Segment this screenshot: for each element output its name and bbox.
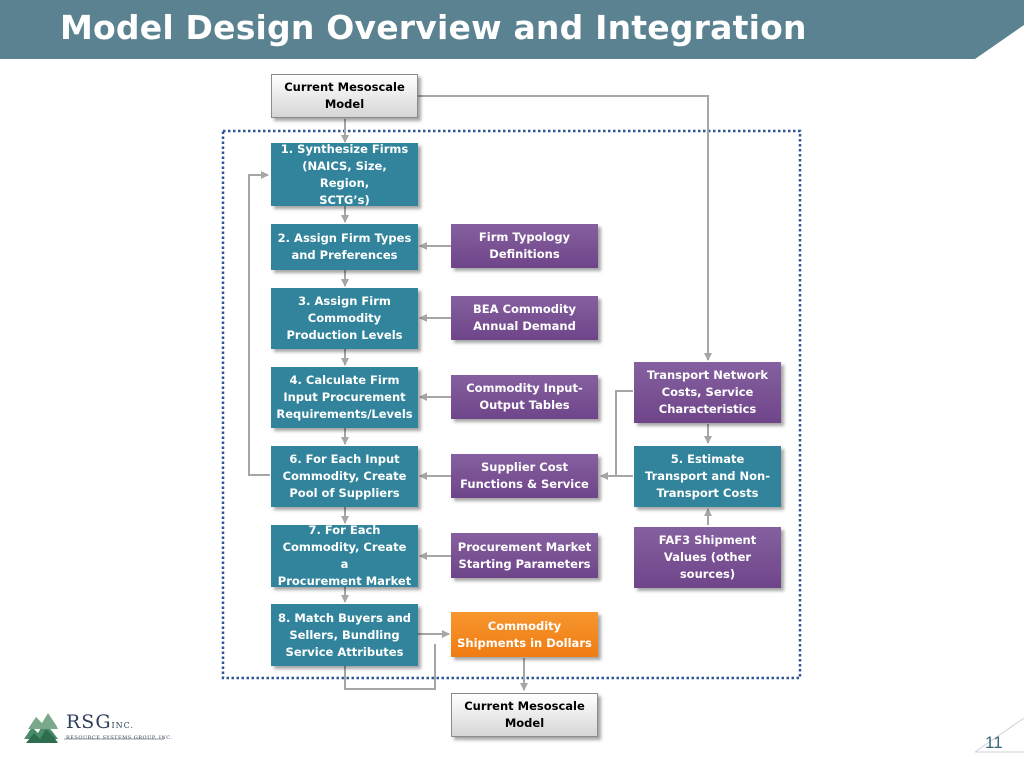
- step-5-box: 5. Estimate Transport and Non- Transport…: [634, 446, 781, 507]
- step-7-box: 7. For Each Commodity, Create a Procurem…: [271, 523, 418, 588]
- page-number: 11: [985, 733, 1003, 752]
- slide-title: Model Design Overview and Integration: [60, 8, 807, 47]
- current-model-top-box: Current Mesoscale Model: [271, 74, 418, 118]
- step-4-box: 4. Calculate Firm Input Procurement Requ…: [271, 367, 418, 428]
- rsg-logo: [24, 713, 164, 743]
- input-supplier-cost-box: Supplier Cost Functions & Service: [451, 454, 598, 498]
- faf3-shipment-box: FAF3 Shipment Values (other sources): [634, 527, 781, 588]
- rsg-logo-subtitle: RESOURCE SYSTEMS GROUP, INC.: [66, 735, 173, 741]
- input-bea-commodity-box: BEA Commodity Annual Demand: [451, 296, 598, 340]
- step-8-box: 8. Match Buyers and Sellers, Bundling Se…: [271, 604, 418, 666]
- step-1-box: 1. Synthesize Firms (NAICS, Size, Region…: [271, 142, 418, 207]
- title-bar: [0, 0, 1024, 59]
- input-io-tables-box: Commodity Input- Output Tables: [451, 375, 598, 419]
- rsg-logo-wordmark: RSGINC.: [66, 711, 135, 733]
- step-2-box: 2. Assign Firm Types and Preferences: [271, 224, 418, 270]
- step-6-box: 6. For Each Input Commodity, Create Pool…: [271, 446, 418, 507]
- input-procurement-market-box: Procurement Market Starting Parameters: [451, 533, 598, 578]
- model-boundary: [221, 129, 802, 680]
- current-model-bottom-box: Current Mesoscale Model: [451, 693, 598, 737]
- output-commodity-shipments-box: Commodity Shipments in Dollars: [451, 612, 598, 657]
- transport-network-box: Transport Network Costs, Service Charact…: [634, 362, 781, 423]
- step-3-box: 3. Assign Firm Commodity Production Leve…: [271, 288, 418, 349]
- header-slant: [975, 25, 1024, 59]
- input-firm-typology-box: Firm Typology Definitions: [451, 224, 598, 268]
